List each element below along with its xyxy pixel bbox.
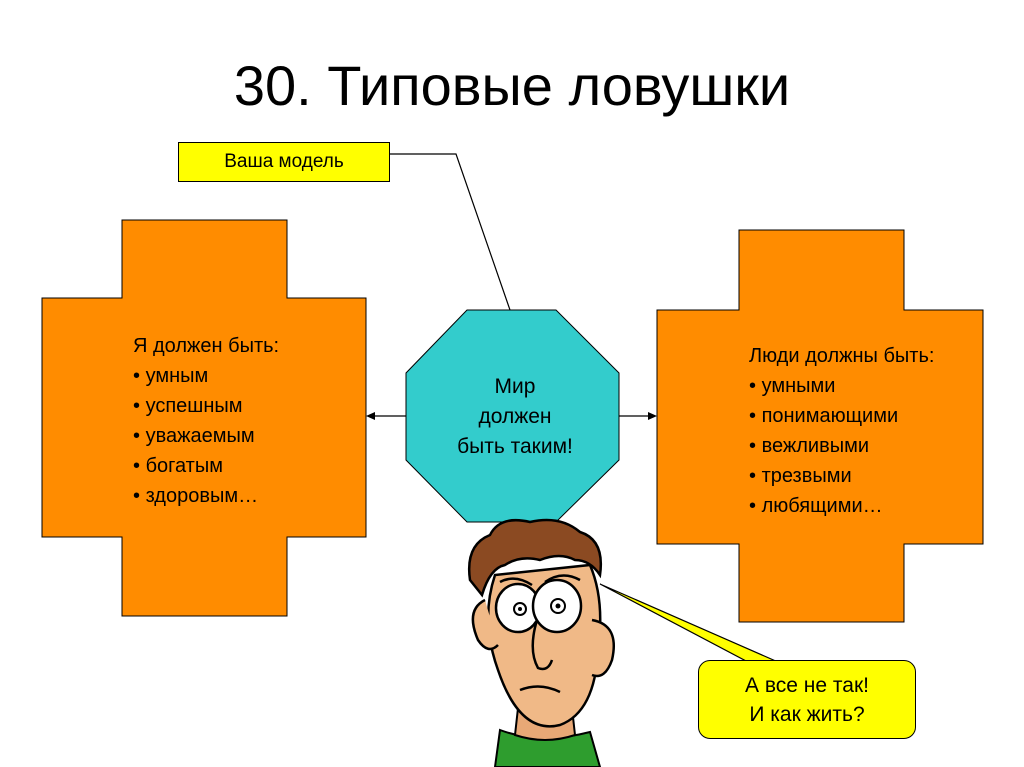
model-connector-line	[390, 153, 511, 311]
worried-man-icon	[467, 518, 615, 767]
arrow-left-head	[366, 412, 375, 420]
octagon-line-1: Мир	[494, 375, 536, 398]
your-model-text: Ваша модель	[224, 151, 344, 172]
slide-title: 30. Типовые ловушки	[233, 54, 791, 117]
left-cross-text: Я должен быть: умным успешным уважаемым …	[133, 331, 279, 511]
left-cross-list: умным успешным уважаемым богатым здоровы…	[133, 361, 279, 511]
speech-bubble-line-1: А все не так!	[745, 673, 869, 697]
right-cross-list: умными понимающими вежливыми трезвыми лю…	[749, 371, 934, 521]
your-model-label: Ваша модель	[178, 142, 390, 182]
octagon-text: Мир должен быть таким!	[420, 372, 610, 462]
list-item: уважаемым	[133, 421, 279, 451]
octagon-line-3: быть таким!	[457, 435, 573, 458]
right-cross-text: Люди должны быть: умными понимающими веж…	[749, 341, 934, 521]
list-item: умным	[133, 361, 279, 391]
right-cross-heading: Люди должны быть:	[749, 345, 935, 367]
speech-bubble: А все не так! И как жить?	[698, 660, 916, 739]
list-item: здоровым…	[133, 481, 279, 511]
list-item: успешным	[133, 391, 279, 421]
list-item: трезвыми	[749, 461, 934, 491]
list-item: любящими…	[749, 491, 934, 521]
list-item: умными	[749, 371, 934, 401]
list-item: вежливыми	[749, 431, 934, 461]
arrow-right-head	[648, 412, 657, 420]
left-cross-heading: Я должен быть:	[133, 335, 280, 357]
list-item: богатым	[133, 451, 279, 481]
octagon-line-2: должен	[478, 405, 552, 428]
list-item: понимающими	[749, 401, 934, 431]
speech-bubble-line-2: И как жить?	[749, 702, 865, 726]
